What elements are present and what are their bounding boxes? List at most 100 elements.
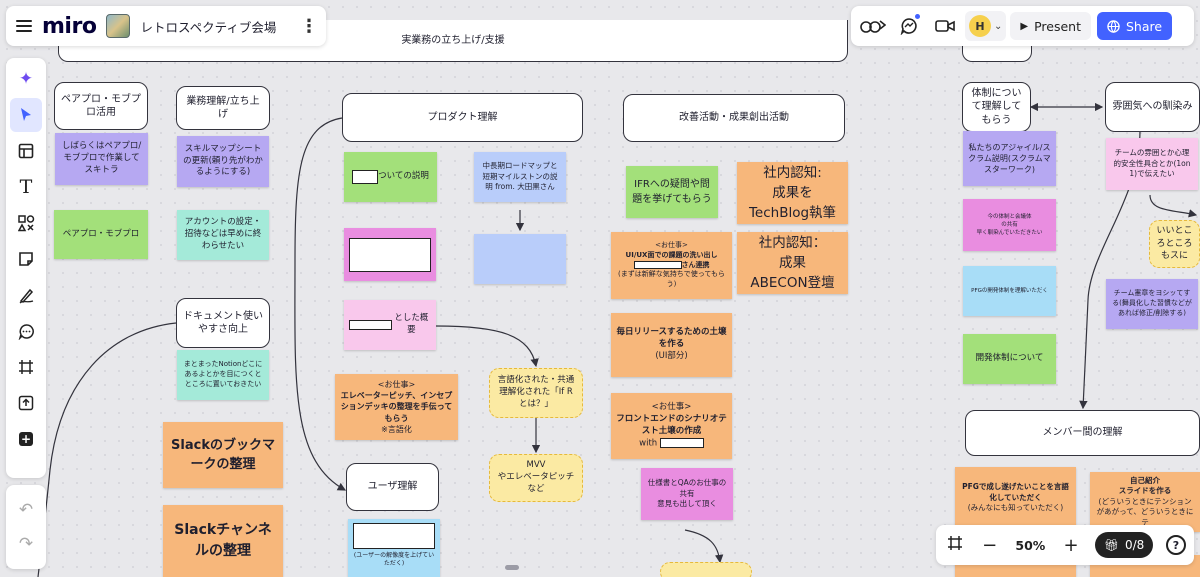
frame-label: 業務理解/立ち上げ: [186, 95, 260, 121]
sticky-note[interactable]: いいところところもスに: [1149, 220, 1200, 268]
templates-icon[interactable]: [10, 134, 42, 168]
sticky-note[interactable]: しばらくはペアプロ/モブプロで作業してスキトラ: [55, 133, 148, 185]
sticky-note[interactable]: 仕様書とQAのお仕事の共有 意見も出して頂く: [641, 468, 733, 520]
frame-business[interactable]: 業務理解/立ち上げ: [176, 86, 270, 130]
zoom-level[interactable]: 50%: [1015, 537, 1046, 553]
sticky-note[interactable]: <お仕事> エレベーターピッチ、インセプションデッキの整理を手伝ってもらう ※言…: [335, 374, 458, 440]
ai-sparkle-icon[interactable]: ✦: [18, 69, 34, 89]
share-label: Share: [1126, 18, 1163, 34]
note-text: 社内認知： 成果 ABECON登壇: [750, 234, 835, 292]
note-subtext: (どういうときにテンションがあがって、どういうときにテ: [1096, 496, 1194, 527]
note-text: エレベーターピッチ、インセプションデッキの整理を手伝ってもらう: [340, 391, 453, 423]
sticky-note[interactable]: 毎日リリースするための土壌を作る (UI部分): [611, 313, 732, 377]
fit-to-screen-icon[interactable]: [944, 535, 966, 556]
frame-docs[interactable]: ドキュメント使いやすさ向上: [176, 298, 270, 348]
board-thumbnail[interactable]: [106, 14, 131, 38]
sticky-note-icon[interactable]: [10, 242, 42, 276]
sticky-note[interactable]: ペアプロ・モブプロ: [54, 210, 148, 259]
note-text: IFRへの疑問や問題を挙げてもらう: [632, 179, 712, 205]
upload-icon[interactable]: [10, 386, 42, 420]
note-subtext: (まずは新鮮な気持ちで使ってもらう): [617, 270, 726, 289]
redacted-box: [349, 237, 431, 272]
sticky-note[interactable]: PFGで成し遂げたいことを言語化していただく (みんなにも知っていただく): [955, 467, 1076, 529]
video-icon[interactable]: [929, 11, 961, 41]
frame-pair-programming[interactable]: ペアプロ・モブプロ活用: [54, 82, 148, 130]
shapes-icon[interactable]: [10, 206, 42, 240]
redacted-box: [659, 437, 704, 448]
select-cursor-icon[interactable]: [10, 98, 42, 132]
gift-progress-button[interactable]: 🎁︎ 0/8: [1094, 532, 1154, 558]
zoom-in-icon[interactable]: +: [1063, 534, 1079, 556]
history-controls: ↶ ↷: [6, 485, 46, 569]
horizontal-scrollbar[interactable]: [505, 565, 519, 570]
add-icon[interactable]: +: [19, 432, 33, 446]
share-button[interactable]: Share: [1097, 12, 1173, 40]
frame-org[interactable]: 体制について理解してもらう: [962, 82, 1031, 132]
note-text: 言語化された・共通理解化された「If R とは？」: [497, 375, 575, 409]
sticky-note[interactable]: アカウントの設定・招待などは早めに終わらせたい: [177, 210, 269, 260]
undo-icon[interactable]: ↶: [18, 500, 34, 520]
redo-icon[interactable]: ↷: [18, 534, 34, 554]
frame-label: 体制について理解してもらう: [971, 87, 1022, 126]
redacted-box: [633, 260, 682, 269]
menu-icon[interactable]: [16, 20, 32, 32]
note-text: チーム憲章をヨシッてする(舞員化した習慣などがあれば修正/削除する): [1112, 289, 1192, 317]
help-icon[interactable]: ?: [1165, 535, 1186, 555]
sticky-note[interactable]: PFGの開発体制を理解いただく: [963, 266, 1056, 316]
sticky-note[interactable]: とした概要: [344, 300, 436, 350]
note-text: ついての説明: [378, 171, 429, 182]
sticky-note[interactable]: Slackのブックマークの整理: [163, 422, 283, 488]
comment-icon[interactable]: [10, 314, 42, 348]
zoom-out-icon[interactable]: −: [982, 534, 998, 556]
sticky-note[interactable]: [344, 228, 436, 281]
note-tag: <お仕事>: [655, 241, 688, 249]
sticky-note[interactable]: <お仕事> UI/UX面での課題の洗い出し さん連携 (まずは新鮮な気持ちで使っ…: [611, 232, 732, 299]
sticky-note[interactable]: 開発体制について: [963, 334, 1056, 384]
frame-atmosphere[interactable]: 雰囲気への馴染み: [1105, 82, 1200, 132]
frame-improve[interactable]: 改善活動・成果創出活動: [623, 94, 845, 142]
note-text: UI/UX面での課題の洗い出し: [625, 250, 718, 259]
text-icon[interactable]: T: [19, 176, 33, 198]
sticky-note[interactable]: チームの雰囲とか心理的安全性具合とか(1on1)で伝えたい: [1106, 138, 1198, 190]
sticky-note[interactable]: Slackチャンネルの整理: [163, 505, 283, 577]
sticky-note[interactable]: まとまったNotionどこにあるよとかを目につくとところに置いておきたい: [177, 350, 269, 400]
sticky-note[interactable]: 社内認知： 成果 ABECON登壇: [737, 232, 848, 294]
redacted-box: [353, 523, 435, 549]
frame-icon[interactable]: [10, 350, 42, 384]
frame-label: 雰囲気への馴染み: [1112, 101, 1193, 113]
collaboration-toolbar: H ⌄ ▶ Present Share: [851, 6, 1194, 46]
more-options-icon[interactable]: ⋮: [300, 15, 318, 37]
user-menu[interactable]: H ⌄: [965, 11, 1007, 41]
frame-members[interactable]: メンバー間の理解: [965, 410, 1200, 456]
sticky-note[interactable]: MVV やエレベータピッチなど: [489, 454, 583, 502]
note-subtext: (みんなにも知っていただく): [967, 503, 1064, 513]
note-text: 開発体制について: [975, 353, 1044, 364]
sticky-note[interactable]: 言語化された・共通理解化された「If R とは？」: [489, 368, 583, 418]
note-text: さん連携: [681, 260, 710, 269]
board-title[interactable]: レトロスペクティブ会場: [140, 19, 277, 35]
sticky-note[interactable]: 今の体制と会議体 の共有 早く馴染んでいただきたい: [963, 199, 1056, 251]
sticky-note[interactable]: [660, 562, 752, 577]
note-text: まとまったNotionどこにあるよとかを目につくとところに置いておきたい: [183, 360, 263, 388]
sticky-note[interactable]: 私たちのアジャイル/スクラム説明(スクラムマスターワーク): [963, 131, 1056, 186]
sticky-note[interactable]: <お仕事> フロントエンドのシナリオテスト土壌の作成 with: [611, 393, 732, 459]
note-text: MVV やエレベータピッチなど: [497, 460, 575, 494]
frame-label: ドキュメント使いやすさ向上: [183, 310, 263, 336]
sticky-note[interactable]: チーム憲章をヨシッてする(舞員化した習慣などがあれば修正/削除する): [1106, 279, 1198, 329]
note-text: アカウントの設定・招待などは早めに終わらせたい: [184, 217, 262, 251]
sticky-note[interactable]: 中長期ロードマップと短期マイルストンの説明 from. 大田黒さん: [474, 152, 566, 202]
sticky-note[interactable]: スキルマップシートの更新(頼り先がわかるようにする): [177, 136, 269, 187]
reactions-icon[interactable]: [857, 11, 889, 41]
present-button[interactable]: ▶ Present: [1010, 12, 1091, 40]
sticky-note[interactable]: ついての説明: [344, 152, 437, 202]
pen-icon[interactable]: [10, 278, 42, 312]
sticky-note[interactable]: 自己紹介 スライドを作る (どういうときにテンションがあがって、どういうときにテ: [1090, 472, 1200, 532]
sticky-note[interactable]: [474, 234, 566, 284]
frame-product[interactable]: プロダクト理解: [342, 93, 583, 142]
sticky-note[interactable]: 社内認知: 成果を TechBlog執筆: [737, 162, 848, 224]
sticky-note[interactable]: IFRへの疑問や問題を挙げてもらう: [626, 166, 718, 218]
chat-icon[interactable]: [893, 11, 925, 41]
sticky-note[interactable]: (ユーザーの解像度を上げていただく): [348, 519, 440, 577]
frame-user[interactable]: ユーザ理解: [346, 463, 439, 511]
